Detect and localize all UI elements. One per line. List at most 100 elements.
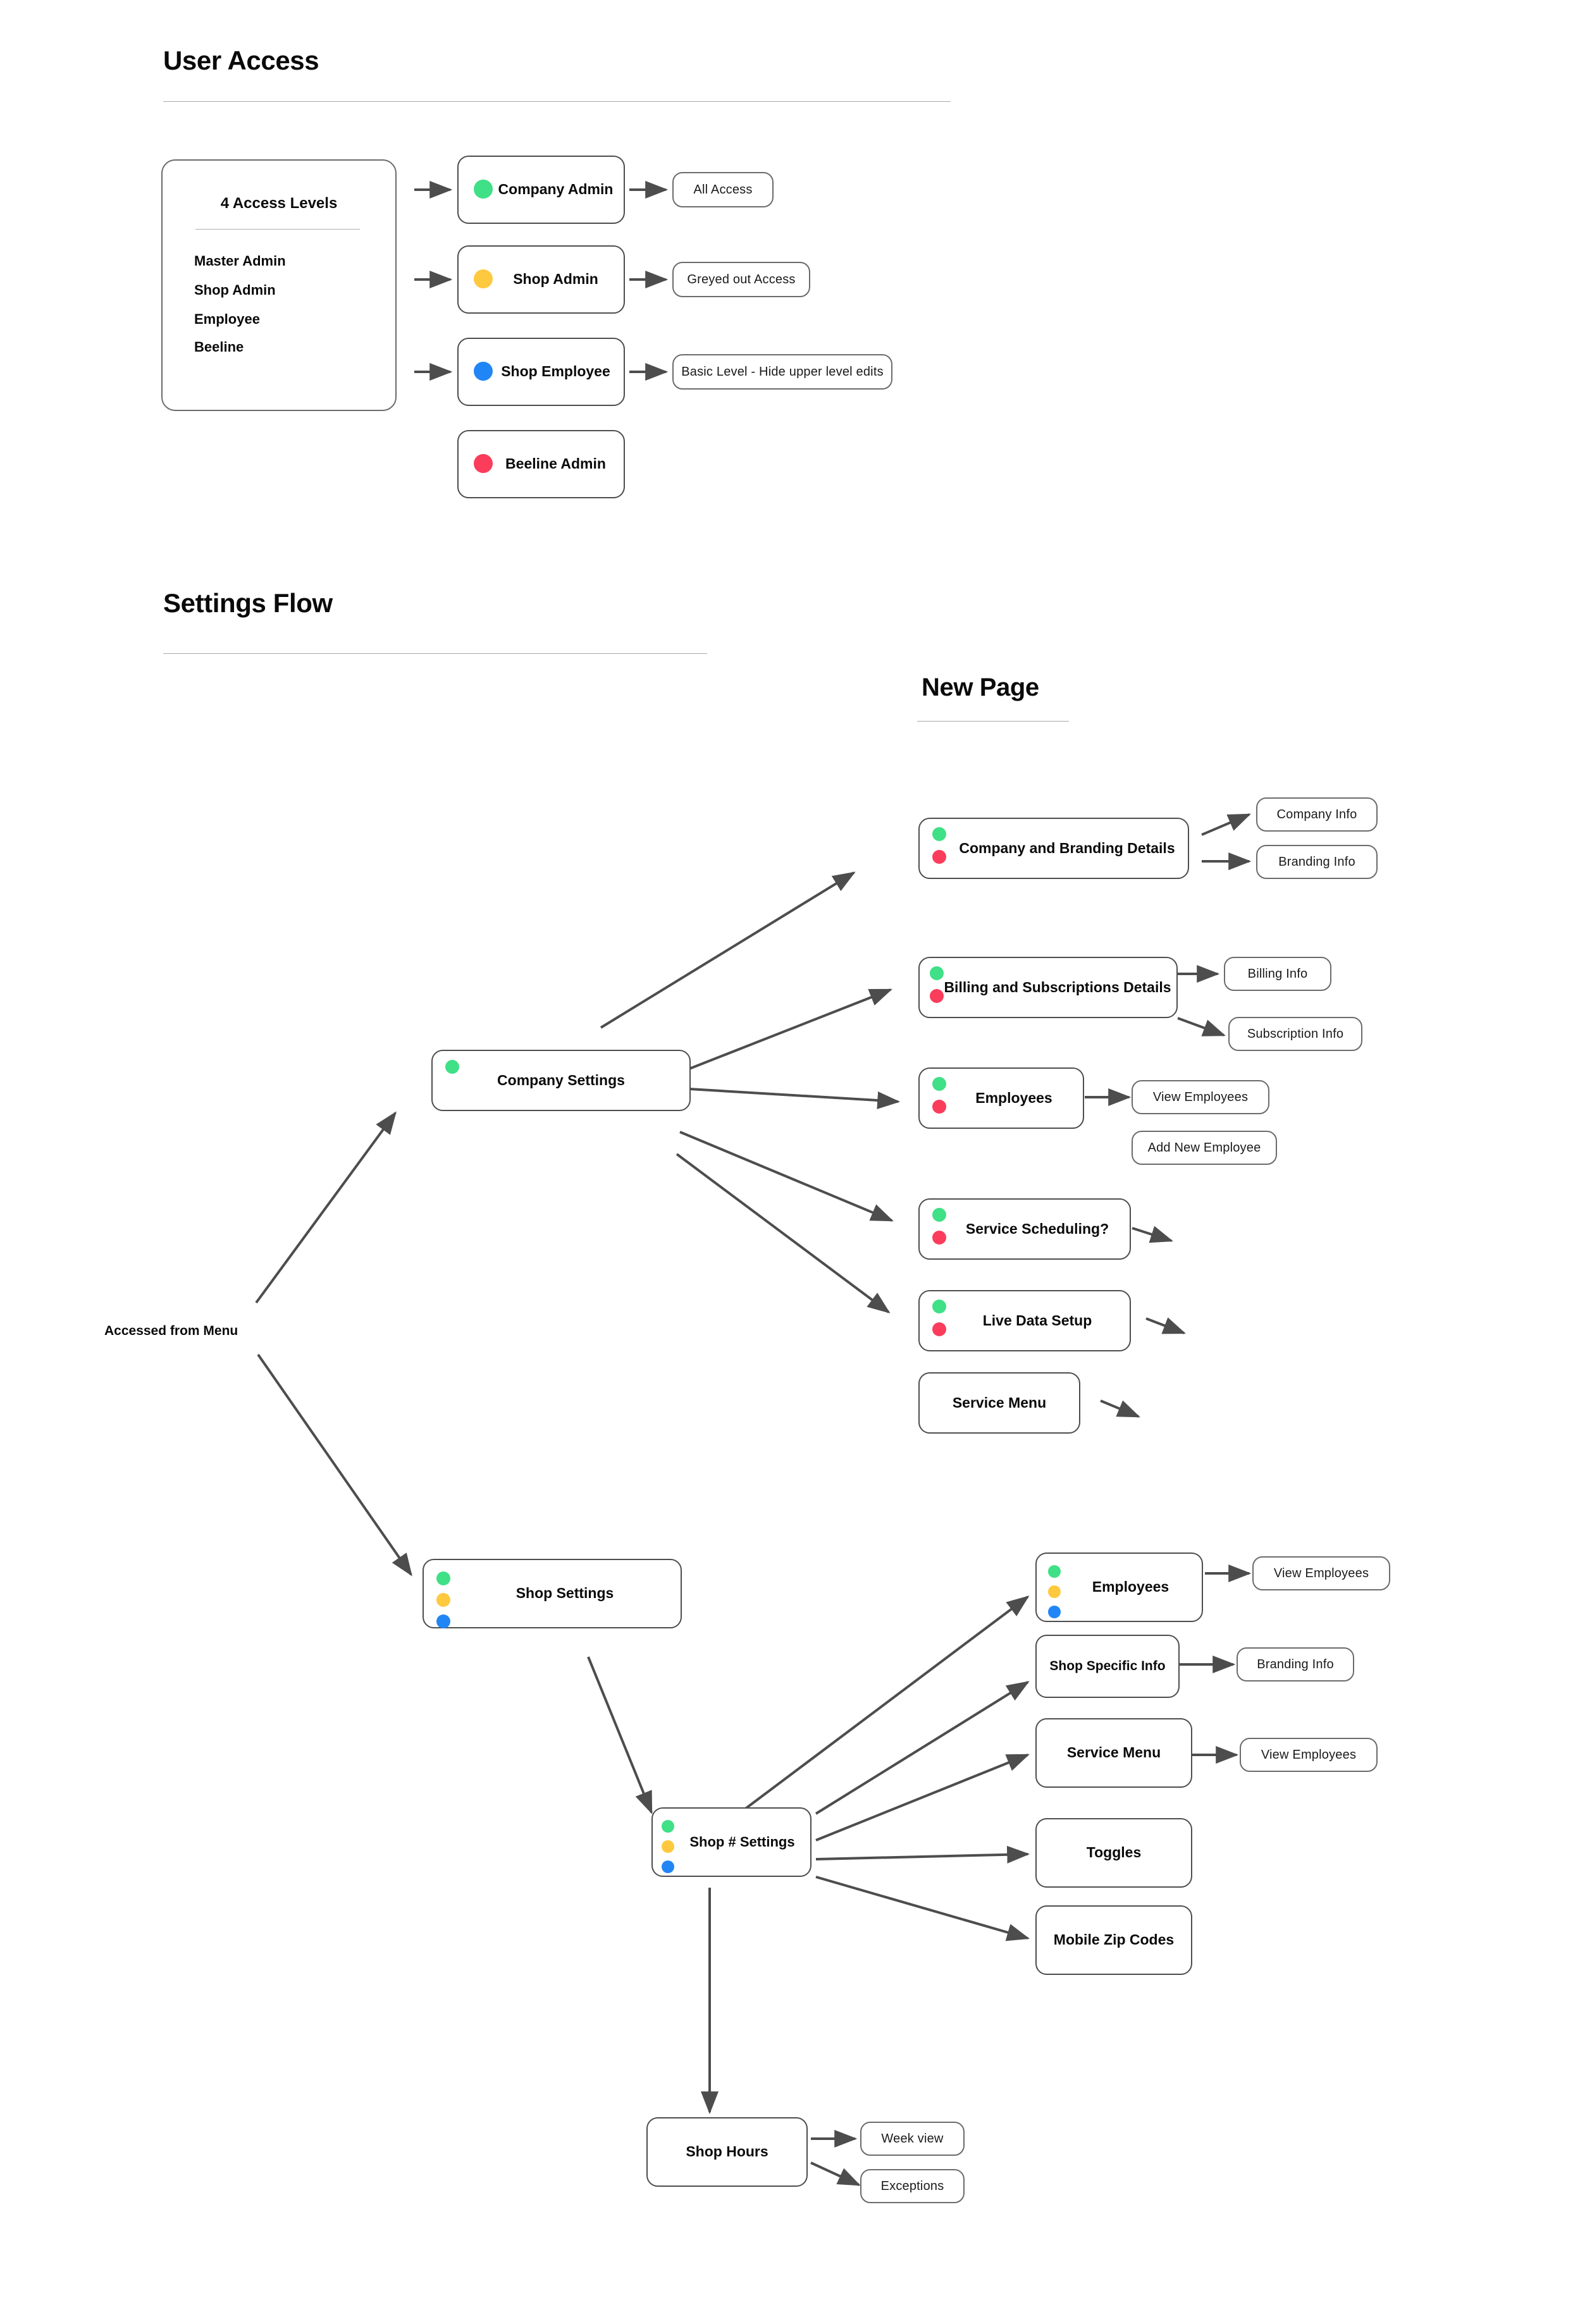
leaf-billing-info[interactable]: Billing Info: [1224, 957, 1331, 991]
access-pill-greyed-out-access[interactable]: Greyed out Access: [672, 262, 810, 297]
node-label-shop-specific-info: Shop Specific Info: [1049, 1659, 1166, 1674]
leaf-label-add-new-employee: Add New Employee: [1147, 1140, 1261, 1155]
node-label-company-employees: Employees: [975, 1089, 1052, 1106]
status-dot-red: [932, 1100, 946, 1114]
status-dot-blue: [436, 1614, 450, 1628]
section-title-user-access: User Access: [163, 46, 319, 75]
access-level-item-beeline: Beeline: [194, 339, 244, 355]
section-title-settings-flow: Settings Flow: [163, 588, 333, 618]
leaf-company-info[interactable]: Company Info: [1256, 797, 1378, 832]
node-service-scheduling[interactable]: Service Scheduling?: [918, 1198, 1131, 1260]
node-label-company-and-branding-details: Company and Branding Details: [959, 839, 1175, 856]
status-dot-green: [930, 966, 944, 980]
role-node-beeline-admin[interactable]: Beeline Admin: [457, 430, 625, 498]
access-pill-label-all-access: All Access: [693, 182, 753, 197]
node-label-toggles: Toggles: [1086, 1844, 1142, 1861]
status-dot-green: [932, 1208, 946, 1222]
section-rule-user-access: [163, 101, 951, 102]
entry-label-accessed-from-menu: Accessed from Menu: [104, 1324, 238, 1338]
section-rule-new-page: [917, 721, 1069, 722]
node-label-shop-hours: Shop Hours: [686, 2143, 768, 2160]
node-label-company-service-menu: Service Menu: [952, 1394, 1047, 1411]
access-pill-label-greyed-out-access: Greyed out Access: [687, 272, 796, 286]
leaf-label-view-employees-service-menu: View Employees: [1261, 1747, 1357, 1762]
access-pill-basic-level[interactable]: Basic Level - Hide upper level edits: [672, 354, 892, 390]
leaf-label-week-view: Week view: [881, 2131, 944, 2146]
leaf-week-view[interactable]: Week view: [860, 2122, 965, 2156]
node-live-data-setup[interactable]: Live Data Setup: [918, 1290, 1131, 1351]
status-dot-green: [932, 827, 946, 841]
node-dots-live-data-setup: [932, 1300, 946, 1336]
leaf-label-view-employees-shop: View Employees: [1273, 1566, 1369, 1580]
leaf-view-employees-shop[interactable]: View Employees: [1252, 1556, 1390, 1590]
access-pill-all-access[interactable]: All Access: [672, 172, 774, 207]
node-label-company-settings: Company Settings: [497, 1071, 625, 1088]
status-dot-red: [932, 1231, 946, 1245]
leaf-subscription-info[interactable]: Subscription Info: [1228, 1017, 1362, 1051]
node-label-billing-and-subscriptions-details: Billing and Subscriptions Details: [944, 978, 1171, 995]
node-company-employees[interactable]: Employees: [918, 1067, 1084, 1129]
status-dot-yellow: [474, 269, 493, 288]
access-level-item-employee: Employee: [194, 311, 260, 327]
status-dot-green: [474, 180, 493, 199]
status-dot-green: [932, 1077, 946, 1091]
node-label-service-scheduling: Service Scheduling?: [965, 1220, 1109, 1237]
status-dot-blue: [474, 362, 493, 381]
node-company-and-branding-details[interactable]: Company and Branding Details: [918, 818, 1189, 879]
node-shop-specific-info[interactable]: Shop Specific Info: [1035, 1635, 1180, 1698]
node-dots-company-employees: [932, 1077, 946, 1114]
section-title-new-page: New Page: [922, 673, 1039, 701]
status-dot-green: [662, 1820, 674, 1833]
node-dots-shop-employees: [1048, 1565, 1061, 1618]
role-node-shop-employee[interactable]: Shop Employee: [457, 338, 625, 406]
node-company-service-menu[interactable]: Service Menu: [918, 1372, 1080, 1434]
leaf-view-employees-service-menu[interactable]: View Employees: [1240, 1738, 1378, 1772]
node-dots-shop-number-settings: [662, 1820, 674, 1873]
role-node-company-admin[interactable]: Company Admin: [457, 156, 625, 224]
leaf-label-billing-info: Billing Info: [1247, 966, 1308, 981]
leaf-add-new-employee[interactable]: Add New Employee: [1132, 1131, 1277, 1165]
status-dot-green: [1048, 1565, 1061, 1578]
leaf-label-company-info: Company Info: [1276, 807, 1357, 821]
node-dots-service-scheduling: [932, 1208, 946, 1245]
node-label-shop-settings: Shop Settings: [515, 1585, 614, 1602]
status-dot-green: [436, 1571, 450, 1585]
node-dots-shop-settings: [436, 1571, 450, 1628]
access-level-item-shop-admin: Shop Admin: [194, 282, 276, 298]
leaf-exceptions[interactable]: Exceptions: [860, 2169, 965, 2203]
access-levels-card: 4 Access Levels Master Admin Shop Admin …: [161, 159, 397, 411]
status-dot-blue: [1048, 1606, 1061, 1618]
leaf-label-view-employees-company: View Employees: [1152, 1090, 1249, 1104]
role-label-beeline-admin: Beeline Admin: [505, 455, 606, 472]
access-level-item-master-admin: Master Admin: [194, 253, 286, 269]
node-billing-and-subscriptions-details[interactable]: Billing and Subscriptions Details: [918, 957, 1178, 1018]
leaf-branding-info-shop[interactable]: Branding Info: [1237, 1647, 1354, 1682]
node-dots-billing-and-subscriptions-details: [930, 966, 944, 1003]
node-shop-hours[interactable]: Shop Hours: [646, 2117, 808, 2187]
node-label-live-data-setup: Live Data Setup: [982, 1312, 1092, 1329]
access-levels-title: 4 Access Levels: [220, 195, 338, 212]
role-dots-company-admin: [474, 180, 493, 199]
role-label-shop-employee: Shop Employee: [501, 363, 610, 380]
role-label-company-admin: Company Admin: [498, 181, 614, 198]
node-dots-company-settings: [445, 1060, 459, 1074]
node-mobile-zip-codes[interactable]: Mobile Zip Codes: [1035, 1905, 1192, 1975]
leaf-label-exceptions: Exceptions: [880, 2179, 944, 2193]
role-label-shop-admin: Shop Admin: [513, 271, 598, 288]
node-shop-number-settings[interactable]: Shop # Settings: [651, 1807, 811, 1877]
access-levels-divider: [195, 229, 360, 230]
node-shop-service-menu[interactable]: Service Menu: [1035, 1718, 1192, 1788]
node-label-shop-employees: Employees: [1092, 1578, 1169, 1595]
status-dot-red: [932, 850, 946, 864]
status-dot-blue: [662, 1860, 674, 1873]
leaf-branding-info[interactable]: Branding Info: [1256, 845, 1378, 879]
status-dot-green: [932, 1300, 946, 1313]
node-company-settings[interactable]: Company Settings: [431, 1050, 691, 1111]
node-shop-settings[interactable]: Shop Settings: [423, 1559, 682, 1628]
leaf-view-employees-company[interactable]: View Employees: [1132, 1080, 1269, 1114]
role-node-shop-admin[interactable]: Shop Admin: [457, 245, 625, 314]
node-label-shop-service-menu: Service Menu: [1066, 1744, 1161, 1761]
leaf-label-branding-info: Branding Info: [1278, 854, 1355, 869]
node-shop-employees[interactable]: Employees: [1035, 1552, 1203, 1622]
node-toggles[interactable]: Toggles: [1035, 1818, 1192, 1888]
